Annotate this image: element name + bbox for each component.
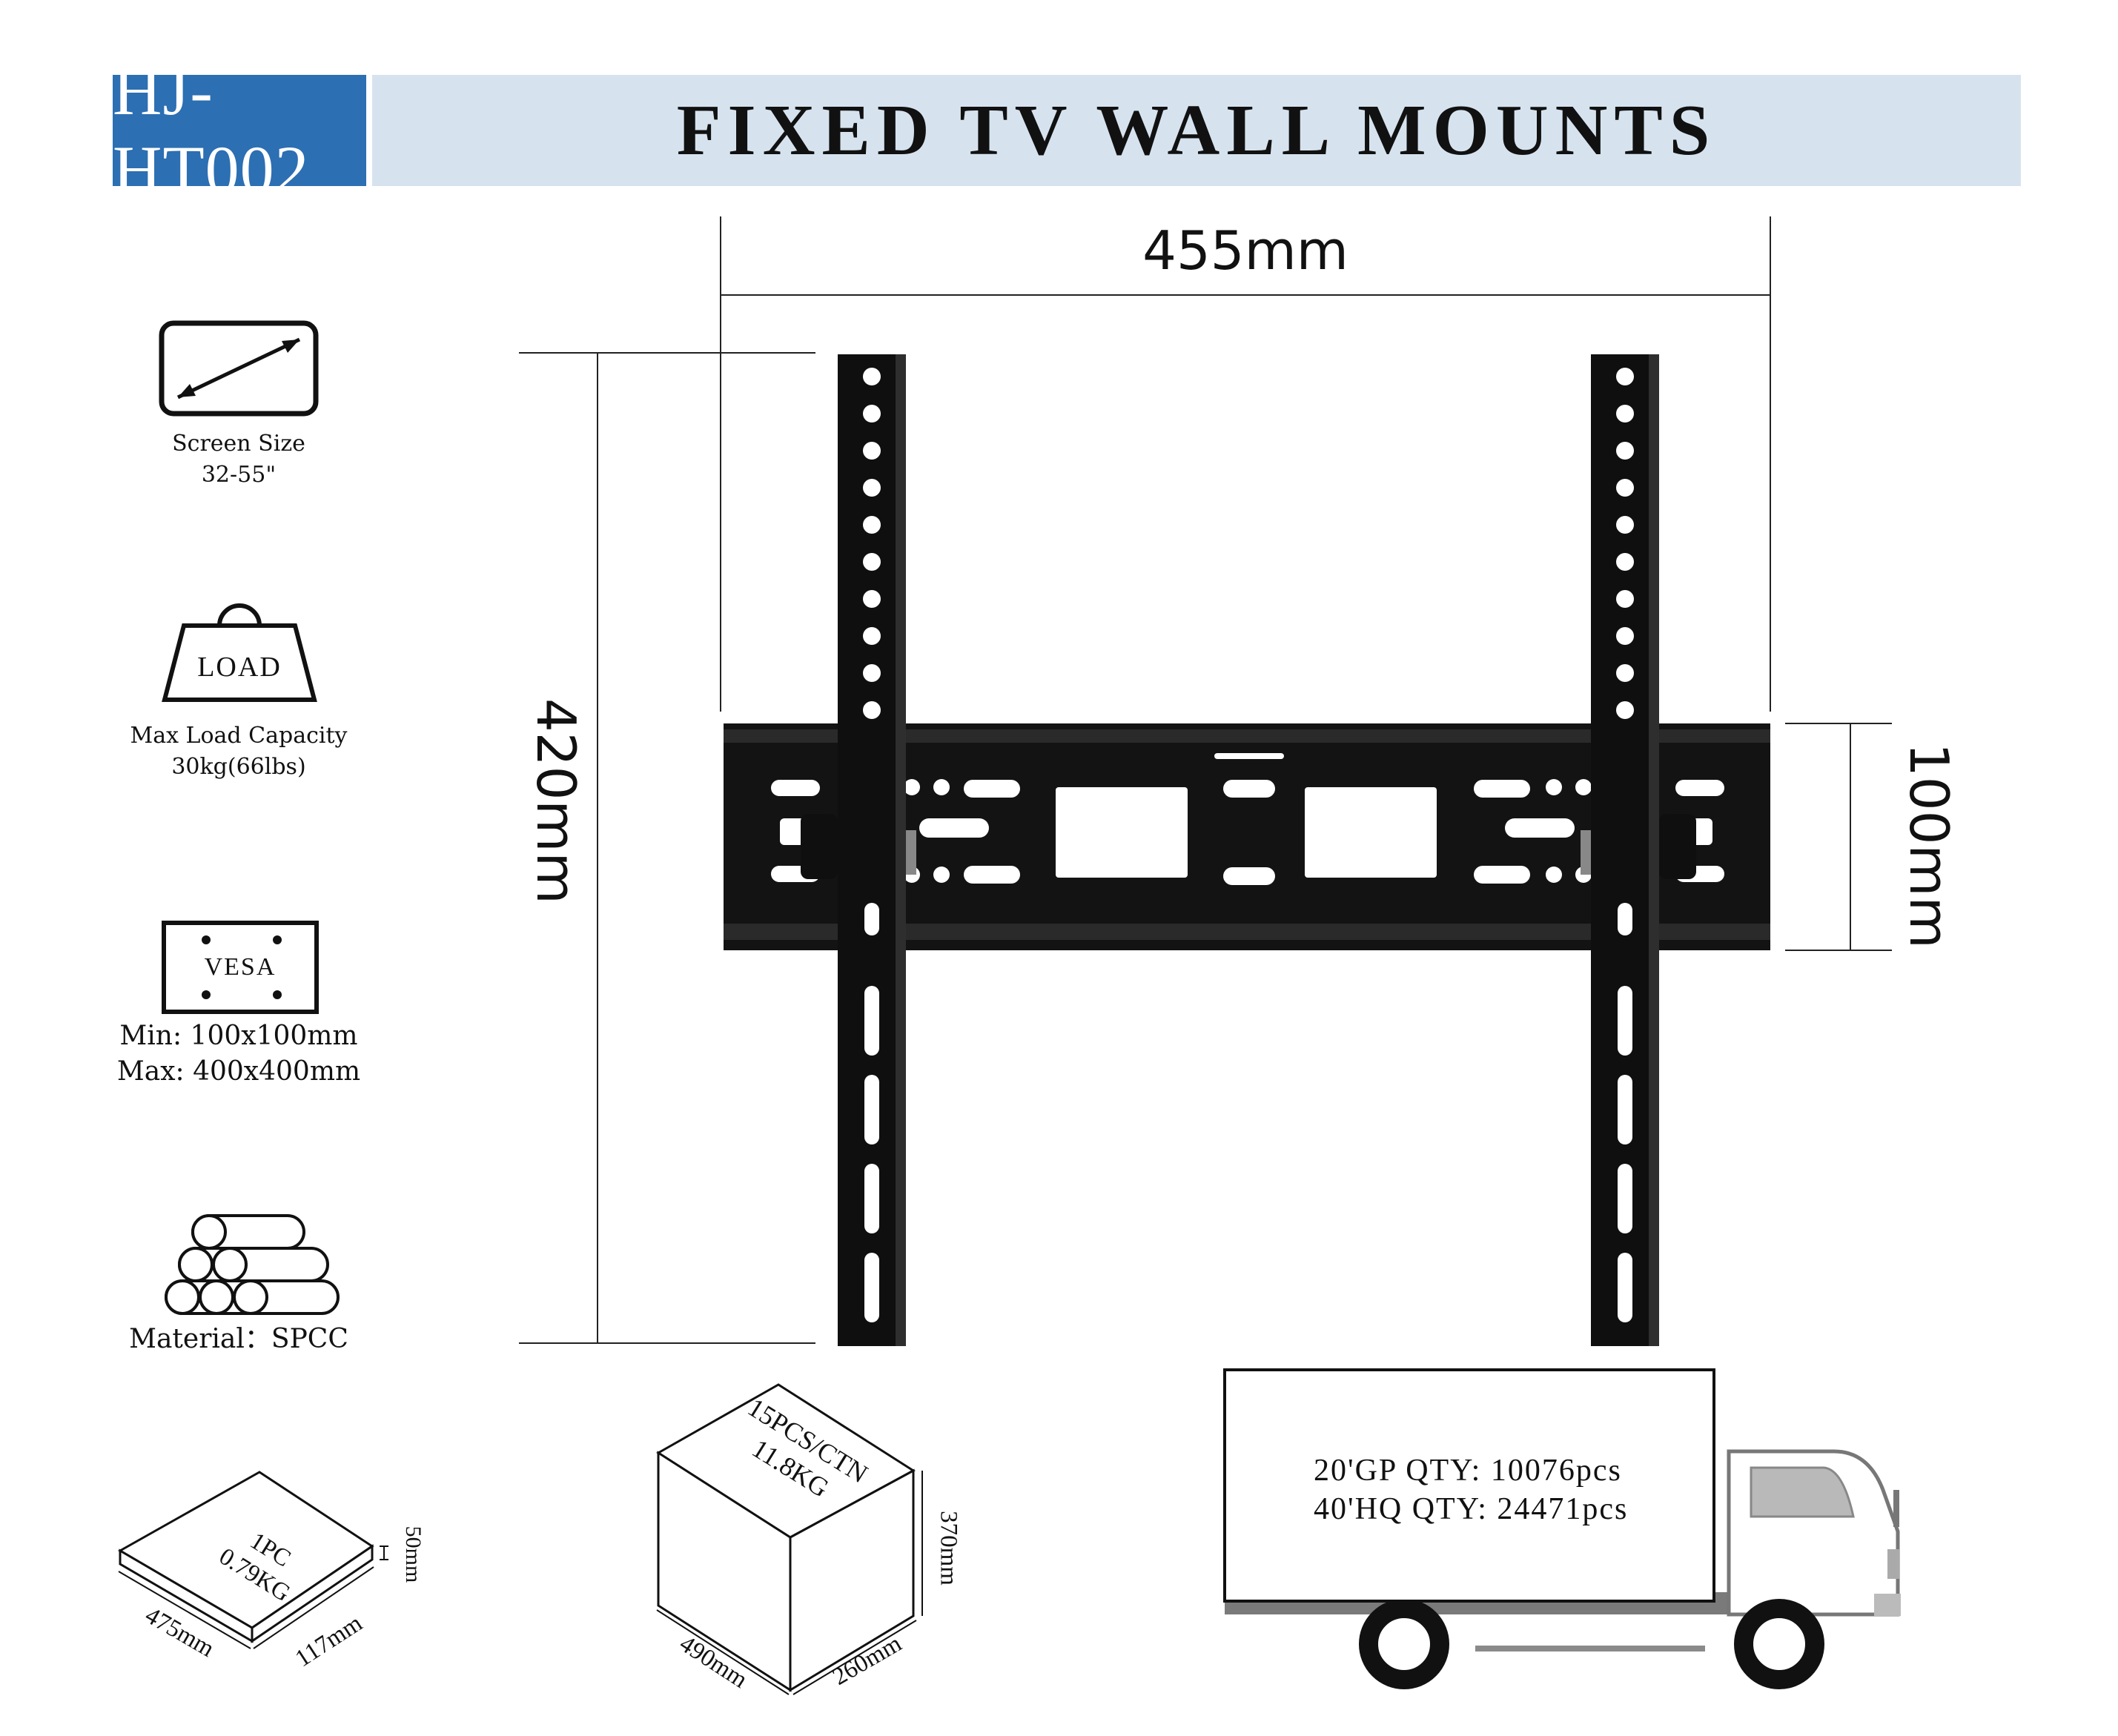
hq40-quantity: 40'HQ QTY: 24471pcs: [1314, 1492, 1629, 1526]
screen-size-label: Screen Size: [172, 431, 305, 457]
model-code-badge: HJ-HT002: [113, 53, 366, 208]
screen-size-block: Screen Size 32-55": [111, 428, 366, 491]
depth-dimension-line: [1785, 723, 1892, 951]
right-vertical-arm: [1581, 354, 1696, 1346]
right-arm-holes: [1616, 368, 1634, 1322]
shipping-container-box: [1223, 1368, 1715, 1603]
steel-pipes-icon: [165, 1214, 340, 1315]
load-icon-text: LOAD: [197, 652, 282, 683]
width-dimension-line: [720, 216, 1771, 712]
screen-size-value: 32-55": [201, 462, 277, 488]
weight-icon: [162, 603, 317, 702]
shipping-quantity: 20'GP QTY: 10076pcs 40'HQ QTY: 24471pcs: [1314, 1451, 1669, 1528]
height-dimension-label: 420mm: [525, 698, 587, 904]
gp20-quantity: 20'GP QTY: 10076pcs: [1314, 1454, 1622, 1488]
model-code: HJ-HT002: [113, 53, 310, 208]
single-package-height: 50mm: [401, 1525, 426, 1583]
depth-dimension-label: 100mm: [1898, 743, 1960, 949]
truck-icon: [1225, 1449, 1901, 1689]
carton-height: 370mm: [935, 1511, 962, 1586]
width-dimension-label: 455mm: [1142, 219, 1348, 282]
left-vertical-arm: [801, 354, 916, 1346]
load-block: Max Load Capacity 30kg(66lbs): [96, 720, 381, 783]
title-bar: FIXED TV WALL MOUNTS: [372, 75, 2021, 186]
carton-box: [656, 1383, 916, 1692]
vesa-icon: [162, 921, 319, 1014]
single-package-box: [117, 1471, 374, 1643]
vesa-icon-text: VESA: [204, 953, 277, 981]
material-label: Material：SPCC: [129, 1324, 348, 1354]
load-label: Max Load Capacity: [130, 723, 348, 749]
left-arm-holes: [863, 368, 881, 1322]
height-dimension-line: [519, 352, 815, 1344]
vesa-max: Max: 400x400mm: [116, 1056, 361, 1087]
vesa-min: Min: 100x100mm: [119, 1021, 358, 1051]
screen-size-icon: [159, 320, 319, 417]
load-value: 30kg(66lbs): [171, 754, 306, 780]
vesa-block: Min: 100x100mm Max: 400x400mm: [96, 1018, 381, 1090]
page-title: FIXED TV WALL MOUNTS: [676, 90, 1717, 170]
